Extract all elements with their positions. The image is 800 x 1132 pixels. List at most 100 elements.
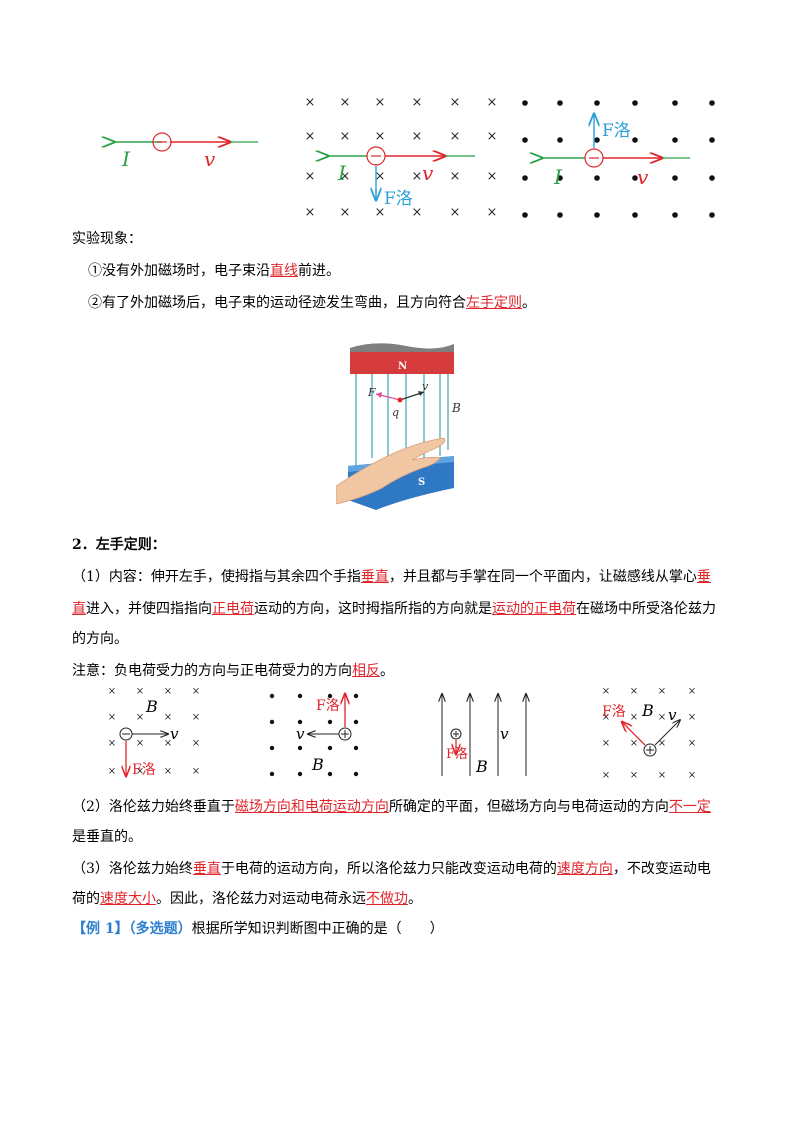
field-cross: × bbox=[305, 169, 316, 184]
label-current: I bbox=[121, 147, 131, 171]
content-line-3: 的方向。 bbox=[72, 631, 128, 647]
example-tag: 【例 1】 bbox=[72, 921, 129, 937]
svg-text:F洛: F洛 bbox=[132, 762, 156, 778]
figure-electron-beam: I v ×××××××××××××××××××××××× I v F洛 F洛 I… bbox=[100, 95, 715, 220]
field-dot bbox=[327, 745, 333, 751]
field-cross: × bbox=[688, 686, 696, 697]
label-velocity: v bbox=[204, 147, 216, 171]
field-dot bbox=[709, 100, 715, 106]
field-cross: × bbox=[375, 205, 386, 220]
field-cross: × bbox=[450, 129, 461, 144]
field-cross: × bbox=[164, 766, 172, 777]
example-type: （多选题） bbox=[128, 921, 192, 937]
svg-text:v: v bbox=[500, 725, 509, 743]
field-dot bbox=[557, 100, 563, 106]
section-heading: 2．左手定则： bbox=[72, 537, 166, 553]
field-dot bbox=[269, 719, 275, 725]
field-cross: × bbox=[602, 770, 610, 781]
field-dot bbox=[353, 719, 359, 725]
field-cross: × bbox=[487, 169, 498, 184]
point-2-line-1: （2）洛伦兹力始终垂直于磁场方向和电荷运动方向所确定的平面，但磁场方向与电荷运动… bbox=[72, 799, 711, 815]
field-cross: × bbox=[658, 712, 666, 723]
field-cross: × bbox=[602, 738, 610, 749]
label-charge: q bbox=[392, 406, 399, 419]
label-current: I bbox=[337, 161, 347, 185]
field-dot bbox=[632, 100, 638, 106]
label-force: F洛 bbox=[602, 121, 631, 141]
case-field-lines: F洛 v B bbox=[442, 694, 526, 776]
field-dot bbox=[353, 745, 359, 751]
field-cross: × bbox=[192, 738, 200, 749]
field-cross: × bbox=[108, 712, 116, 723]
field-dot bbox=[594, 137, 600, 143]
label-current: I bbox=[553, 165, 563, 189]
north-pole-label: N bbox=[398, 361, 407, 372]
field-cross: × bbox=[136, 766, 144, 777]
field-dot bbox=[269, 771, 275, 777]
field-cross: × bbox=[136, 686, 144, 697]
field-cross: × bbox=[412, 95, 423, 110]
field-cross: × bbox=[164, 686, 172, 697]
field-dot bbox=[557, 175, 563, 181]
svg-text:F洛: F洛 bbox=[316, 698, 340, 714]
field-dot bbox=[522, 212, 528, 218]
field-dot bbox=[594, 100, 600, 106]
south-pole-label: S bbox=[418, 477, 425, 488]
field-cross: × bbox=[412, 169, 423, 184]
example-1: 【例 1】（多选题）根据所学知识判断图中正确的是（ ） bbox=[72, 918, 444, 940]
field-cross: × bbox=[658, 770, 666, 781]
field-dot bbox=[353, 771, 359, 777]
observation-item-2: ②有了外加磁场后，电子束的运动径迹发生弯曲，且方向符合左手定则。 bbox=[88, 295, 536, 311]
field-dot bbox=[297, 719, 303, 725]
field-cross: × bbox=[375, 129, 386, 144]
field-dot bbox=[327, 771, 333, 777]
field-dot bbox=[632, 212, 638, 218]
field-dot bbox=[522, 175, 528, 181]
field-dot bbox=[709, 212, 715, 218]
field-cross: × bbox=[658, 738, 666, 749]
content-line-1: （1）内容：伸开左手，使拇指与其余四个手指垂直，并且都与手掌在同一个平面内，让磁… bbox=[72, 569, 711, 585]
diagram-no-field: I v bbox=[114, 132, 258, 171]
point-3-line-2: 荷的速度大小。因此，洛伦兹力对运动电荷永远不做功。 bbox=[72, 891, 422, 907]
field-cross: × bbox=[487, 95, 498, 110]
field-dot bbox=[557, 137, 563, 143]
field-dot bbox=[327, 719, 333, 725]
field-cross: × bbox=[630, 770, 638, 781]
field-dot bbox=[672, 212, 678, 218]
field-cross: × bbox=[658, 686, 666, 697]
field-cross: × bbox=[688, 712, 696, 723]
field-dot bbox=[557, 212, 563, 218]
field-dot bbox=[672, 175, 678, 181]
label-velocity: v bbox=[637, 165, 649, 189]
label-force: F bbox=[367, 386, 376, 399]
field-cross: × bbox=[340, 205, 351, 220]
field-dot bbox=[672, 100, 678, 106]
field-dot bbox=[522, 137, 528, 143]
point-2-line-2: 是垂直的。 bbox=[72, 829, 142, 845]
field-cross: × bbox=[305, 95, 316, 110]
svg-text:v: v bbox=[668, 706, 677, 724]
label-field: B bbox=[451, 401, 461, 415]
field-dot bbox=[522, 100, 528, 106]
svg-text:F洛: F洛 bbox=[446, 747, 468, 762]
field-cross: × bbox=[340, 95, 351, 110]
field-cross: × bbox=[450, 205, 461, 220]
field-cross: × bbox=[602, 686, 610, 697]
field-dot bbox=[632, 175, 638, 181]
field-dot bbox=[353, 693, 359, 699]
field-cross: × bbox=[305, 205, 316, 220]
field-cross: × bbox=[192, 686, 200, 697]
field-cross: × bbox=[136, 738, 144, 749]
field-dot bbox=[269, 693, 275, 699]
svg-text:B: B bbox=[311, 755, 324, 774]
field-dot bbox=[594, 212, 600, 218]
field-cross: × bbox=[192, 712, 200, 723]
label-force: F洛 bbox=[384, 189, 413, 209]
field-dot bbox=[297, 745, 303, 751]
blank-answer: 直线 bbox=[270, 263, 298, 279]
field-cross: × bbox=[375, 95, 386, 110]
field-dot bbox=[672, 137, 678, 143]
field-cross: × bbox=[164, 712, 172, 723]
field-cross: × bbox=[375, 169, 386, 184]
field-cross: × bbox=[108, 766, 116, 777]
